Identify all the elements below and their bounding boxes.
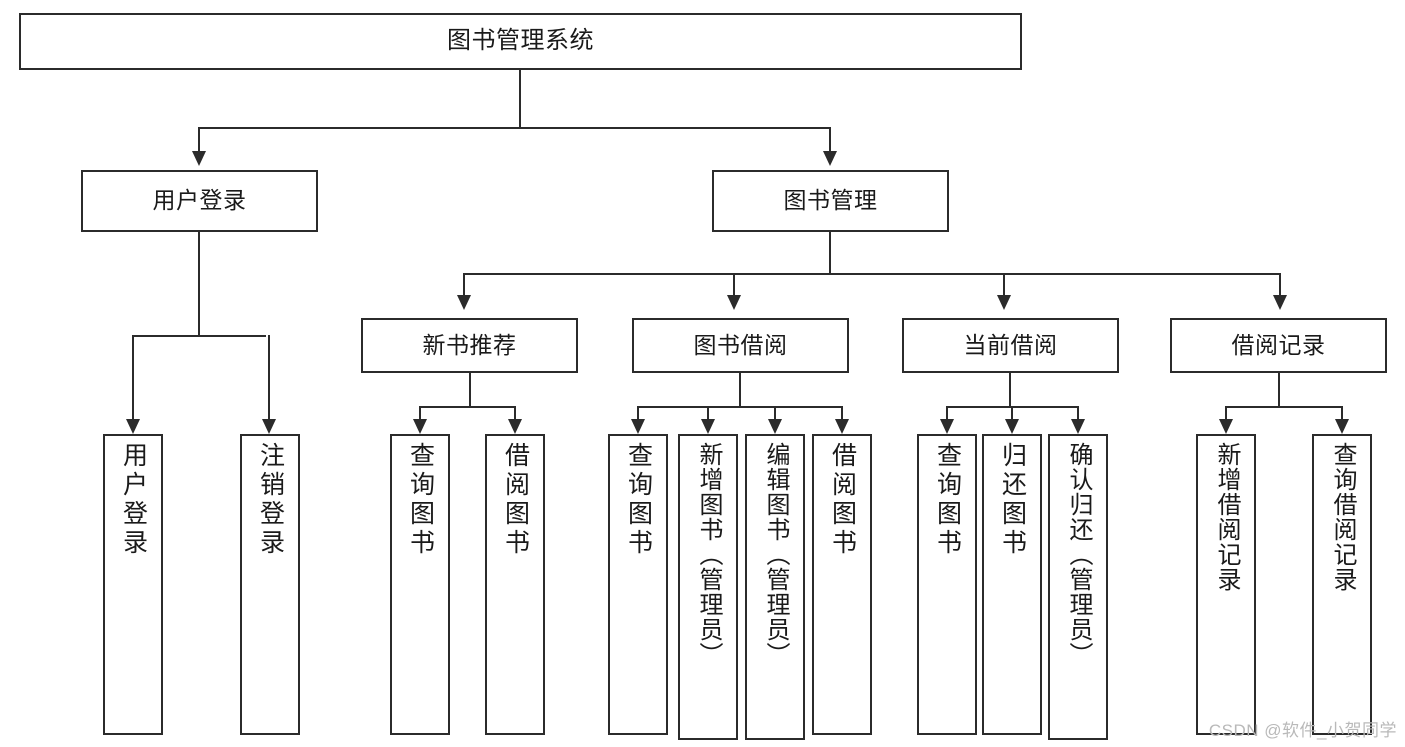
node-label: 查询图书: [624, 442, 653, 558]
node-label: 新增图书（管理员）: [695, 442, 722, 667]
node-label: 借阅图书: [828, 442, 857, 558]
connector-bb-drop-3: [774, 406, 776, 420]
connector-br-drop-2: [1341, 406, 1343, 420]
node-user-login[interactable]: 用户登录: [81, 170, 318, 232]
arrow-to-book-borrow: [727, 295, 741, 310]
node-label: 借阅记录: [1231, 331, 1326, 358]
arrow-to-borrow-record: [1273, 295, 1287, 310]
arrow-to-new-book-recommend: [457, 295, 471, 310]
leaf-edit-book-admin[interactable]: 编辑图书（管理员）: [745, 434, 805, 740]
node-label: 查询图书: [406, 442, 435, 558]
arrow-nbr-leaf-1: [413, 419, 427, 434]
leaf-query-book-1[interactable]: 查询图书: [390, 434, 450, 735]
leaf-return-book[interactable]: 归还图书: [982, 434, 1042, 735]
node-label: 用户登录: [119, 442, 148, 558]
connector-user-login-stem: [198, 232, 200, 336]
connector-br-stem: [1278, 373, 1280, 407]
leaf-query-book-2[interactable]: 查询图书: [608, 434, 668, 735]
leaf-query-borrow-record[interactable]: 查询借阅记录: [1312, 434, 1372, 735]
connector-book-manage-drop-1: [463, 273, 465, 296]
node-current-borrow[interactable]: 当前借阅: [902, 318, 1119, 373]
connector-cb-drop-2: [1011, 406, 1013, 420]
connector-root-bus: [198, 127, 831, 129]
connector-bb-drop-4: [841, 406, 843, 420]
node-label: 图书管理系统: [447, 27, 594, 55]
arrow-bb-leaf-4: [835, 419, 849, 434]
connector-book-manage-stem: [829, 232, 831, 274]
node-borrow-record[interactable]: 借阅记录: [1170, 318, 1387, 373]
leaf-user-login[interactable]: 用户登录: [103, 434, 163, 735]
node-label: 编辑图书（管理员）: [762, 442, 789, 667]
connector-root-to-book-manage: [829, 127, 831, 152]
arrow-nbr-leaf-2: [508, 419, 522, 434]
arrow-cb-leaf-2: [1005, 419, 1019, 434]
node-label: 图书管理: [783, 187, 878, 214]
connector-book-manage-bus: [463, 273, 1279, 275]
connector-bb-bus: [637, 406, 842, 408]
arrow-bb-leaf-3: [768, 419, 782, 434]
node-book-borrow[interactable]: 图书借阅: [632, 318, 849, 373]
leaf-query-book-3[interactable]: 查询图书: [917, 434, 977, 735]
connector-nbr-bus: [419, 406, 516, 408]
connector-nbr-drop-2: [514, 406, 516, 420]
connector-bb-stem: [739, 373, 741, 407]
connector-cb-drop-3: [1077, 406, 1079, 420]
node-label: 图书借阅: [693, 331, 788, 358]
leaf-borrow-book-1[interactable]: 借阅图书: [485, 434, 545, 735]
node-root-system[interactable]: 图书管理系统: [19, 13, 1022, 70]
arrow-user-login-leaf-2: [262, 419, 276, 434]
leaf-confirm-return-admin[interactable]: 确认归还（管理员）: [1048, 434, 1108, 740]
node-label: 借阅图书: [501, 442, 530, 558]
arrow-cb-leaf-1: [940, 419, 954, 434]
connector-bb-drop-2: [707, 406, 709, 420]
connector-root-to-user-login: [198, 127, 200, 152]
arrow-br-leaf-2: [1335, 419, 1349, 434]
connector-book-manage-drop-2: [733, 273, 735, 296]
connector-bb-drop-1: [637, 406, 639, 420]
arrow-bb-leaf-1: [631, 419, 645, 434]
arrow-root-to-user-login: [192, 151, 206, 166]
node-label: 注销登录: [256, 442, 285, 558]
connector-nbr-drop-1: [419, 406, 421, 420]
connector-book-manage-drop-3: [1003, 273, 1005, 296]
node-label: 查询借阅记录: [1329, 442, 1356, 592]
connector-br-drop-1: [1225, 406, 1227, 420]
leaf-add-borrow-record[interactable]: 新增借阅记录: [1196, 434, 1256, 735]
node-label: 新书推荐: [422, 331, 517, 358]
connector-cb-drop-1: [946, 406, 948, 420]
arrow-root-to-book-manage: [823, 151, 837, 166]
connector-root-stem: [519, 70, 521, 128]
connector-user-login-bus: [132, 335, 266, 337]
node-label: 查询图书: [933, 442, 962, 558]
node-label: 用户登录: [152, 187, 247, 214]
connector-book-manage-drop-4: [1279, 273, 1281, 296]
leaf-borrow-book-2[interactable]: 借阅图书: [812, 434, 872, 735]
connector-user-login-drop-2: [268, 335, 270, 420]
node-label: 新增借阅记录: [1213, 442, 1240, 592]
connector-user-login-drop-1: [132, 335, 134, 420]
watermark-text: CSDN @软件_小贺同学: [1208, 721, 1397, 740]
connector-cb-stem: [1009, 373, 1011, 407]
arrow-to-current-borrow: [997, 295, 1011, 310]
leaf-add-book-admin[interactable]: 新增图书（管理员）: [678, 434, 738, 740]
arrow-br-leaf-1: [1219, 419, 1233, 434]
node-label: 确认归还（管理员）: [1065, 442, 1092, 667]
connector-nbr-stem: [469, 373, 471, 407]
arrow-user-login-leaf-1: [126, 419, 140, 434]
leaf-logout-login[interactable]: 注销登录: [240, 434, 300, 735]
node-label: 归还图书: [998, 442, 1027, 558]
node-label: 当前借阅: [963, 331, 1058, 358]
arrow-cb-leaf-3: [1071, 419, 1085, 434]
arrow-bb-leaf-2: [701, 419, 715, 434]
node-new-book-recommend[interactable]: 新书推荐: [361, 318, 578, 373]
connector-br-bus: [1225, 406, 1342, 408]
node-book-manage[interactable]: 图书管理: [712, 170, 949, 232]
